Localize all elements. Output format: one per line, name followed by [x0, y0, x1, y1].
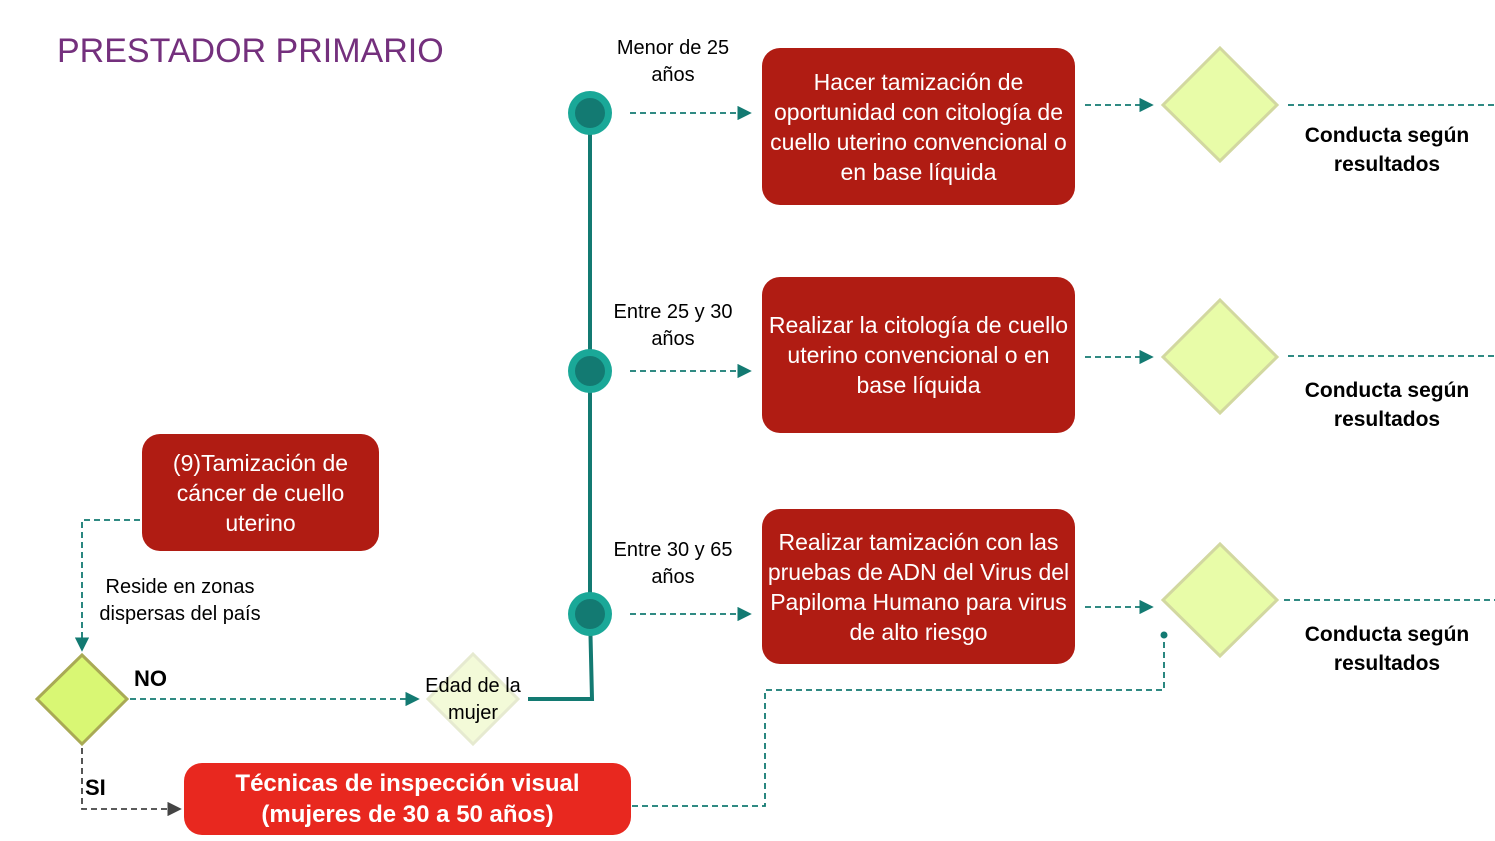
result-diamond-2	[1160, 297, 1280, 416]
result-label-3: Conducta según resultados	[1304, 623, 1470, 675]
action-box-1: Hacer tamización de oportunidad con cito…	[762, 48, 1075, 205]
decision-diamond-reside	[34, 652, 130, 747]
action-box-3: Realizar tamización con las pruebas de A…	[762, 509, 1075, 664]
result-diamond-1	[1160, 45, 1280, 164]
decision-diamond-edad	[425, 651, 521, 747]
result-diamond-3	[1160, 541, 1280, 659]
result-label-2: Conducta según resultados	[1304, 379, 1470, 431]
branch-nodes	[568, 91, 612, 636]
si-label: SI	[85, 775, 106, 800]
start-box: (9)Tamización de cáncer de cuello uterin…	[142, 434, 379, 551]
result-label-1: Conducta según resultados	[1304, 124, 1470, 176]
visual-inspection-box: Técnicas de inspección visual (mujeres d…	[184, 763, 631, 835]
arrow-si	[81, 748, 182, 817]
age-label-3: Entre 30 y 65 años	[613, 539, 733, 588]
arrow-start-to-decision	[74, 519, 140, 652]
age-label-2: Entre 25 y 30 años	[613, 301, 733, 350]
action-box-2: Realizar la citología de cuello uterino …	[762, 277, 1075, 433]
page-title: PRESTADOR PRIMARIO	[57, 32, 444, 70]
edad-label: Edad de la mujer	[425, 675, 521, 724]
reside-label: Reside en zonas dispersas del país	[99, 576, 261, 625]
age-label-1: Menor de 25 años	[616, 37, 730, 86]
no-label: NO	[134, 666, 167, 691]
